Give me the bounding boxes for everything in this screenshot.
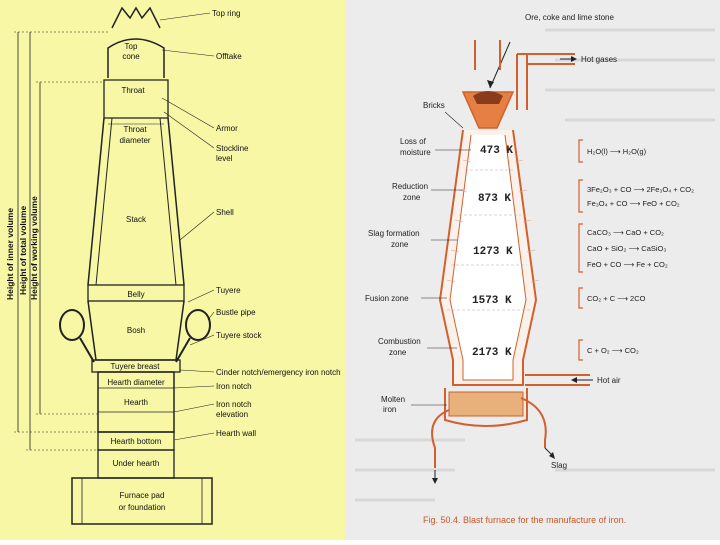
hot-gases-label: Hot gases — [581, 55, 617, 64]
temperature-zone-5: 2173 K — [472, 347, 512, 359]
bustle-pipe-right — [185, 309, 211, 341]
height-total-volume-label: Height of total volume — [18, 205, 28, 295]
slag-label: Slag — [551, 461, 567, 470]
svg-text:level: level — [216, 154, 233, 163]
tuyere-breast-label: Tuyere breast — [110, 362, 160, 371]
figure-caption: Fig. 50.4. Blast furnace for the manufac… — [423, 515, 626, 525]
offtake-label: Offtake — [216, 52, 242, 61]
svg-text:Combustion: Combustion — [378, 337, 421, 346]
temperature-zone-2: 873 K — [478, 193, 511, 205]
throat-label: Throat — [121, 86, 145, 95]
temperature-zone-4: 1573 K — [472, 295, 512, 307]
furnace-zones-panel: Ore, coke and lime stone Hot gases Brick… — [345, 0, 720, 540]
svg-text:Slag formation: Slag formation — [368, 229, 420, 238]
svg-text:diameter: diameter — [119, 136, 150, 145]
reaction-reduction-2: Fe₃O₄ + CO ⟶ FeO + CO₂ — [587, 199, 680, 208]
stack-label: Stack — [126, 215, 147, 224]
cinder-notch-label: Cinder notch/emergency iron notch — [216, 368, 341, 377]
stack-lining — [95, 117, 177, 286]
temperature-zone-3: 1273 K — [473, 246, 513, 258]
stack-walls — [87, 117, 185, 286]
svg-text:zone: zone — [403, 193, 421, 202]
hearth-diameter-label: Hearth diameter — [107, 378, 165, 387]
belly-shape — [87, 284, 185, 302]
hearth-label: Hearth — [124, 398, 148, 407]
svg-text:moisture: moisture — [400, 148, 431, 157]
hearth-bottom-label: Hearth bottom — [111, 437, 162, 446]
shell-label: Shell — [216, 208, 234, 217]
bustle-pipe-left — [59, 309, 85, 341]
under-hearth-label: Under hearth — [113, 459, 160, 468]
svg-text:Iron notch: Iron notch — [216, 400, 252, 409]
charge-label: Ore, coke and lime stone — [525, 13, 614, 22]
tuyere-stock-label: Tuyere stock — [216, 331, 262, 340]
reaction-slag-3: FeO + CO ⟶ Fe + CO₂ — [587, 260, 668, 269]
reaction-combustion: C + O₂ ⟶ CO₂ — [587, 346, 639, 355]
foundation-shape — [71, 477, 213, 525]
svg-text:Throat: Throat — [123, 125, 147, 134]
svg-text:or foundation: or foundation — [119, 503, 166, 512]
tuyere-stocks — [79, 337, 191, 363]
tuyere-label: Tuyere — [216, 286, 241, 295]
molten-iron-pool — [448, 391, 524, 417]
top-cone-label-line2: cone — [122, 52, 140, 61]
svg-text:Reduction: Reduction — [392, 182, 428, 191]
reaction-moisture: H₂O(l) ⟶ H₂O(g) — [587, 147, 647, 156]
furnace-cross-section-diagram: Height of inner volume Height of total v… — [5, 6, 341, 525]
svg-text:iron: iron — [383, 405, 396, 414]
height-inner-volume-label: Height of inner volume — [5, 208, 15, 300]
svg-text:Molten: Molten — [381, 395, 405, 404]
svg-text:zone: zone — [391, 240, 409, 249]
iron-notch-label: Iron notch — [216, 382, 252, 391]
top-ring-shape — [111, 6, 161, 29]
bustle-pipe-label: Bustle pipe — [216, 308, 256, 317]
temperature-zone-1: 473 K — [480, 145, 513, 157]
top-ring-label: Top ring — [212, 9, 240, 18]
furnace-cross-section-panel: Height of inner volume Height of total v… — [0, 0, 345, 540]
top-cone-label-line1: Top — [125, 42, 138, 51]
height-working-volume-label: Height of working volume — [29, 196, 39, 300]
svg-text:Loss of: Loss of — [400, 137, 427, 146]
svg-text:Furnace pad: Furnace pad — [120, 491, 165, 500]
armor-label: Armor — [216, 124, 238, 133]
reaction-slag-1: CaCO₃ ⟶ CaO + CO₂ — [587, 228, 664, 237]
bricks-label: Bricks — [423, 101, 445, 110]
belly-label: Belly — [127, 290, 144, 299]
svg-text:zone: zone — [389, 348, 407, 357]
bosh-label: Bosh — [127, 326, 145, 335]
reaction-fusion: CO₂ + C ⟶ 2CO — [587, 294, 646, 303]
hearth-wall-label: Hearth wall — [216, 429, 256, 438]
furnace-zones-diagram: Ore, coke and lime stone Hot gases Brick… — [355, 13, 715, 525]
top-cone-shape — [107, 38, 165, 78]
svg-text:elevation: elevation — [216, 410, 248, 419]
reaction-reduction-1: 3Fe₂O₃ + CO ⟶ 2Fe₃O₄ + CO₂ — [587, 185, 694, 194]
hot-air-label: Hot air — [597, 376, 621, 385]
svg-text:Stockline: Stockline — [216, 144, 249, 153]
fusion-zone-label: Fusion zone — [365, 294, 409, 303]
reaction-slag-2: CaO + SiO₂ ⟶ CaSiO₃ — [587, 244, 666, 253]
